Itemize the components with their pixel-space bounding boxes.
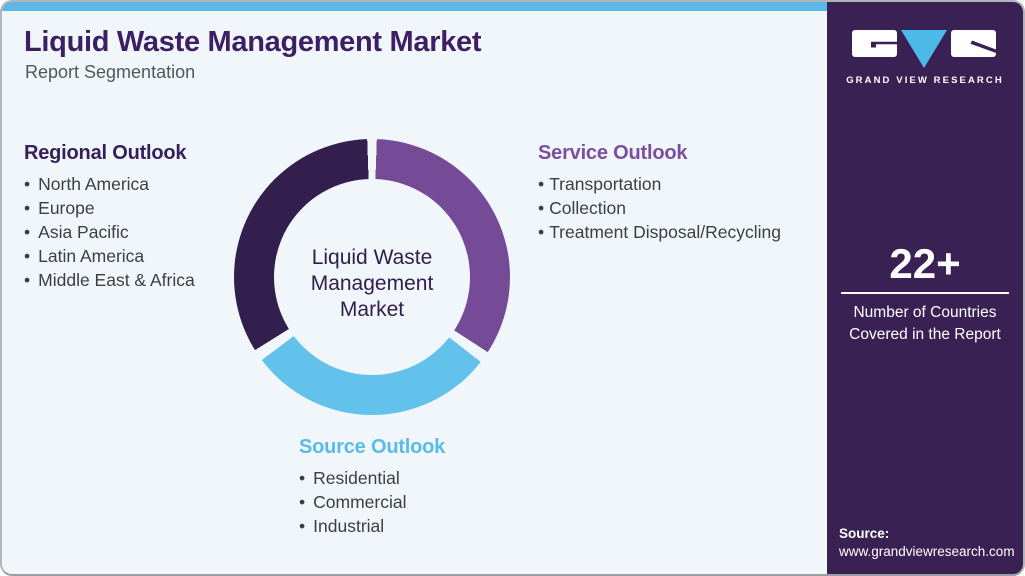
donut-center-label: Liquid Waste Management Market: [234, 146, 510, 422]
regional-outlook-section: Regional Outlook North America Europe As…: [24, 142, 195, 292]
source-outlook-list: Residential Commercial Industrial: [299, 466, 445, 538]
regional-outlook-list: North America Europe Asia Pacific Latin …: [24, 172, 195, 292]
list-item: Industrial: [299, 514, 445, 538]
list-item: Treatment Disposal/Recycling: [538, 220, 781, 244]
sidebar: GRAND VIEW RESEARCH 22+ Number of Countr…: [827, 2, 1023, 574]
list-item: North America: [24, 172, 195, 196]
list-item: Middle East & Africa: [24, 268, 195, 292]
service-outlook-heading: Service Outlook: [538, 142, 688, 164]
donut-center-line: Liquid Waste: [311, 246, 433, 269]
list-item: Collection: [538, 196, 781, 220]
page-title: Liquid Waste Management Market: [24, 26, 482, 58]
stat-divider: [841, 292, 1009, 294]
brand-name: GRAND VIEW RESEARCH: [846, 75, 1004, 86]
stat-value: 22+: [889, 240, 961, 287]
list-item: Europe: [24, 196, 195, 220]
list-item: Asia Pacific: [24, 220, 195, 244]
regional-outlook-heading: Regional Outlook: [24, 142, 187, 164]
list-item: Latin America: [24, 244, 195, 268]
source-outlook-heading: Source Outlook: [299, 436, 446, 458]
service-outlook-section: Service Outlook Transportation Collectio…: [538, 142, 781, 244]
source-url-link[interactable]: www.grandviewresearch.com: [839, 544, 1015, 559]
brand-logo: GRAND VIEW RESEARCH: [827, 29, 1023, 86]
stat-caption: Number of Countries Covered in the Repor…: [849, 304, 1001, 343]
source-outlook-section: Source Outlook Residential Commercial In…: [299, 436, 445, 538]
source-label: Source:: [839, 526, 890, 541]
countries-stat: 22+ Number of Countries Covered in the R…: [827, 242, 1023, 346]
list-item: Transportation: [538, 172, 781, 196]
donut-center-line: Management: [310, 272, 434, 295]
source-attribution: Source: www.grandviewresearch.com: [839, 526, 1015, 559]
top-accent-strip: [2, 2, 1023, 11]
list-item: Commercial: [299, 490, 445, 514]
page-subtitle: Report Segmentation: [25, 62, 196, 82]
list-item: Residential: [299, 466, 445, 490]
service-outlook-list: Transportation Collection Treatment Disp…: [538, 172, 781, 244]
donut-chart: Liquid Waste Management Market: [234, 139, 510, 415]
donut-center-line: Market: [339, 298, 405, 321]
gvr-logo-icon: [852, 30, 996, 68]
